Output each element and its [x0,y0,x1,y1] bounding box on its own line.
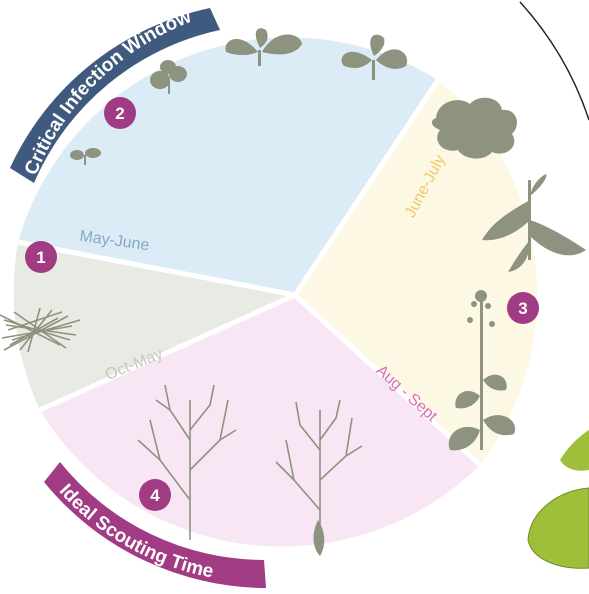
green-leaf-upper [560,430,589,471]
badge-1: 1 [25,241,57,273]
badge-3-number: 3 [518,299,527,318]
badge-3: 3 [507,292,539,324]
badge-4: 4 [139,479,171,511]
green-leaf-lower [528,488,589,568]
outer-ring-line [520,2,589,120]
badge-2-number: 2 [115,104,124,123]
green-leaves-illustration [528,430,589,568]
badge-1-number: 1 [36,248,45,267]
badge-4-number: 4 [150,486,160,505]
badge-2: 2 [104,97,136,129]
